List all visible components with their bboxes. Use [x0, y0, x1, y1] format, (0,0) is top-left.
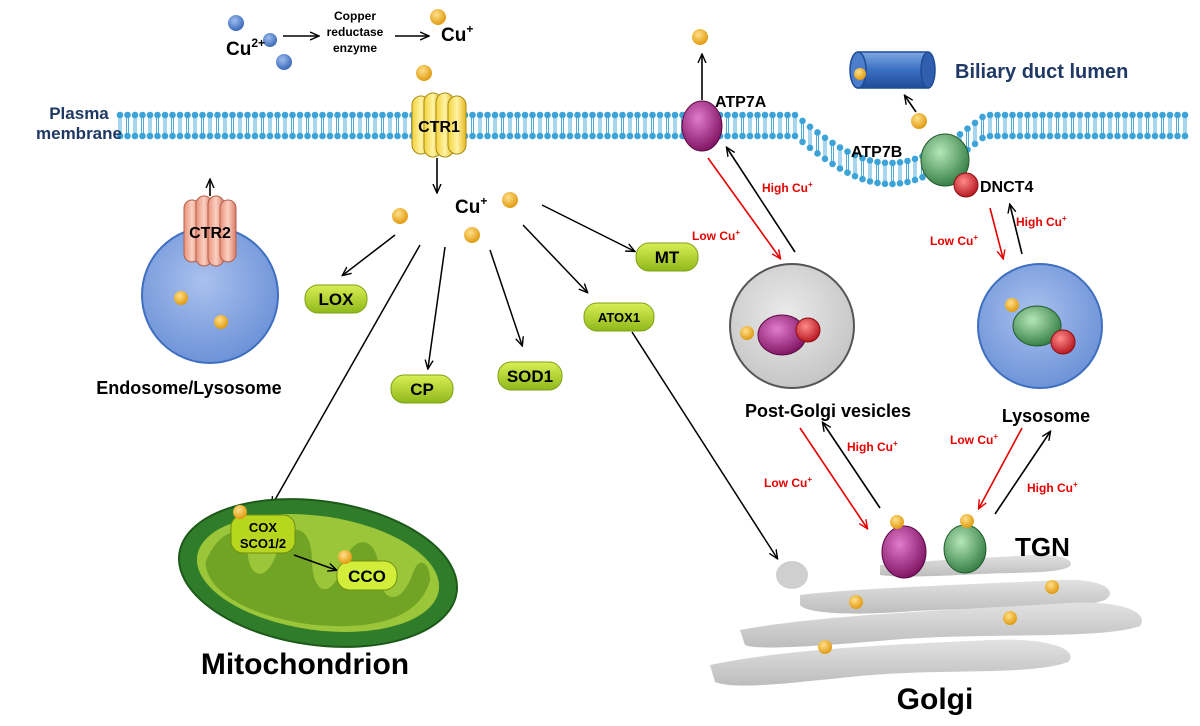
enzyme-label-1: Copper [334, 9, 376, 23]
cu-ion [416, 65, 432, 81]
endosome-lysosome [141, 195, 279, 364]
low-cu-label-3: Low Cu+ [764, 475, 812, 490]
cu-ion [502, 192, 518, 208]
enzyme-label-2: reductase [327, 25, 384, 39]
tgn-label: TGN [1015, 532, 1070, 562]
post-golgi-label: Post-Golgi vesicles [745, 401, 911, 421]
enzyme-label-3: enzyme [333, 41, 377, 55]
plasma-membrane-label-1: Plasma [49, 104, 109, 123]
atp7a-protein [681, 100, 723, 152]
sod1-box: SOD1 [497, 361, 563, 391]
ctr1-label: CTR1 [418, 119, 460, 136]
cu-ion [430, 9, 446, 25]
lysosome [977, 263, 1103, 389]
mitochondrion-label: Mitochondrion [201, 648, 409, 681]
low-cu-label-2: Low Cu+ [930, 233, 978, 248]
mitochondrion [178, 498, 458, 648]
cu-ion [464, 227, 480, 243]
cu-plus-center-label: Cu+ [455, 194, 487, 218]
plasma-membrane-label-2: membrane [36, 124, 122, 143]
cu2-ion [228, 15, 244, 31]
cox-label: COX [249, 520, 278, 535]
high-cu-label-3: High Cu+ [847, 439, 898, 454]
high-cu-label-2: High Cu+ [1016, 214, 1067, 229]
ctr2-label: CTR2 [189, 225, 231, 242]
high-cu-label-1: High Cu+ [762, 180, 813, 195]
dnct4-label: DNCT4 [980, 179, 1033, 196]
high-cu-label-4: High Cu+ [1027, 480, 1078, 495]
cu-ion [392, 208, 408, 224]
cco-box: CCO [336, 550, 398, 591]
golgi-apparatus [710, 514, 1142, 686]
cp-box: CP [390, 374, 454, 404]
atp7b-protein [920, 133, 970, 187]
mt-box: MT [635, 242, 699, 272]
cco-label: CCO [348, 567, 386, 586]
lox-box: LOX [304, 284, 368, 314]
low-cu-label-1: Low Cu+ [692, 228, 740, 243]
low-cu-label-4: Low Cu+ [950, 432, 998, 447]
cu-plus-top-label: Cu+ [441, 22, 473, 46]
golgi-label: Golgi [897, 683, 974, 716]
sco-label: SCO1/2 [240, 536, 286, 551]
cu2-ion [276, 54, 292, 70]
cu-ion [692, 29, 708, 45]
cu-ion [911, 113, 927, 129]
plasma-membrane [116, 111, 1189, 188]
atp7b-label: ATP7B [851, 144, 902, 161]
endosome-label: Endosome/Lysosome [96, 378, 281, 398]
sod1-label: SOD1 [507, 367, 553, 386]
mt-label: MT [655, 248, 680, 267]
dnct4-protein [953, 172, 979, 198]
atox1-box: ATOX1 [583, 302, 655, 332]
atox1-label: ATOX1 [598, 310, 640, 325]
ctr1-transporter [411, 92, 467, 158]
biliary-duct-tube [849, 51, 936, 89]
cu2-label: Cu2+ [226, 36, 265, 60]
cu2-ion [263, 33, 277, 47]
lox-label: LOX [319, 290, 355, 309]
lysosome-label: Lysosome [1002, 406, 1090, 426]
cp-label: CP [410, 380, 434, 399]
atp7a-label: ATP7A [715, 94, 767, 111]
cox-box: COX SCO1/2 [230, 505, 296, 554]
post-golgi-vesicle [729, 263, 855, 389]
biliary-label: Biliary duct lumen [955, 61, 1128, 83]
